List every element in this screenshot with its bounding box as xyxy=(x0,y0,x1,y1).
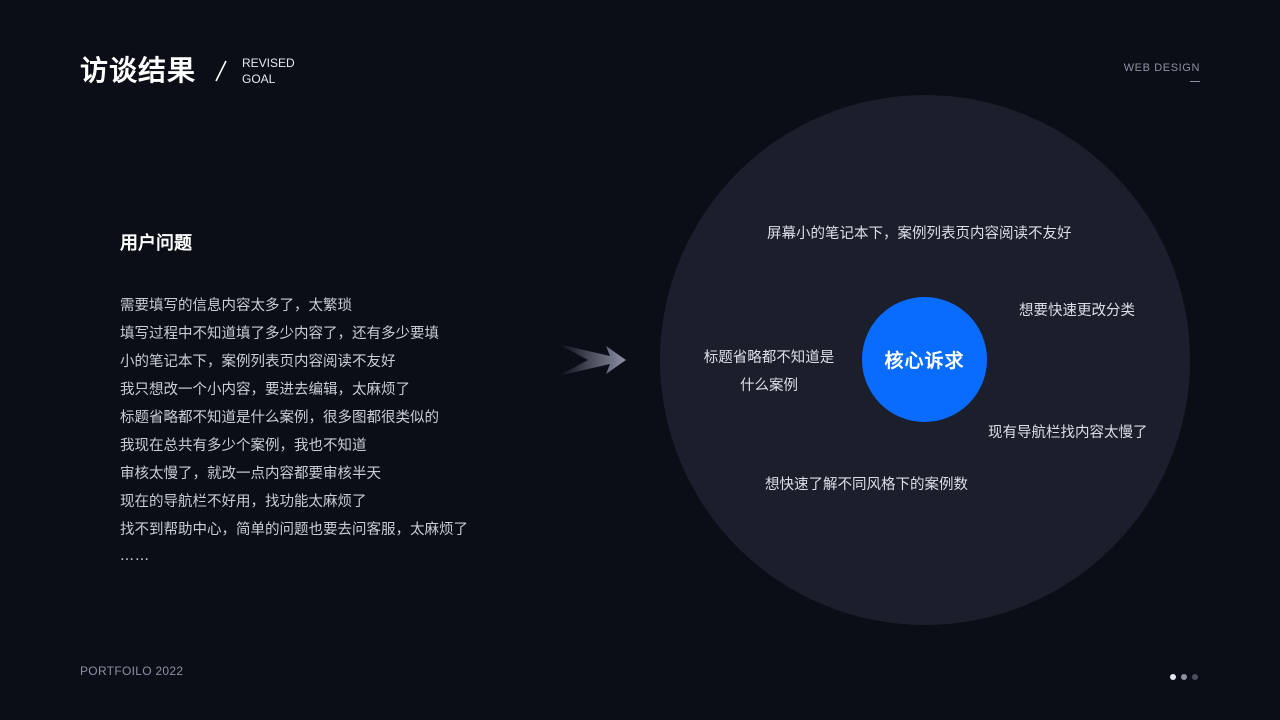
list-item: 填写过程中不知道填了多少内容了，还有多少要填 xyxy=(120,326,439,342)
list-item: 我现在总共有多少个案例，我也不知道 xyxy=(120,438,367,454)
section-tag-underline xyxy=(1190,81,1200,82)
list-item: 需要填写的信息内容太多了，太繁琐 xyxy=(120,298,352,314)
subtitle-line-2: GOAL xyxy=(242,72,276,86)
core-need: 想快速了解不同风格下的案例数 xyxy=(765,477,968,493)
list-item: 现在的导航栏不好用，找功能太麻烦了 xyxy=(120,494,367,510)
more-ellipsis: …… xyxy=(120,548,150,564)
user-problems-heading: 用户问题 xyxy=(120,233,192,254)
core-need: 屏幕小的笔记本下，案例列表页内容阅读不友好 xyxy=(767,226,1072,242)
core-need-line: 标题省略都不知道是 xyxy=(703,350,835,366)
arrow-right-icon xyxy=(558,344,626,376)
subtitle-line-1: REVISED xyxy=(242,56,295,70)
page-dot-active[interactable] xyxy=(1170,674,1176,680)
core-need: 标题省略都不知道是 什么案例 xyxy=(694,344,844,400)
core-need: 想要快速更改分类 xyxy=(1019,303,1135,319)
section-tag: WEB DESIGN xyxy=(1123,62,1200,74)
list-item: 标题省略都不知道是什么案例，很多图都很类似的 xyxy=(120,410,439,426)
core-needs-label: 核心诉求 xyxy=(884,350,965,372)
list-item: 审核太慢了，就改一点内容都要审核半天 xyxy=(120,466,381,482)
page-subtitle: REVISED GOAL xyxy=(242,55,295,87)
core-needs-badge: 核心诉求 xyxy=(862,297,987,422)
page-title: 访谈结果 xyxy=(80,54,197,87)
user-problems-list: 需要填写的信息内容太多了，太繁琐 填写过程中不知道填了多少内容了，还有多少要填 … xyxy=(120,292,468,544)
slash-divider xyxy=(215,60,227,82)
page-dot[interactable] xyxy=(1192,674,1198,680)
footer-label: PORTFOILO 2022 xyxy=(80,664,184,678)
list-item: 找不到帮助中心，简单的问题也要去问客服，太麻烦了 xyxy=(120,522,468,538)
list-item: 我只想改一个小内容，要进去编辑，太麻烦了 xyxy=(120,382,410,398)
list-item: 小的笔记本下，案例列表页内容阅读不友好 xyxy=(120,354,396,370)
core-need: 现有导航栏找内容太慢了 xyxy=(988,425,1148,441)
pagination-dots xyxy=(1170,674,1198,680)
core-need-line: 什么案例 xyxy=(740,378,798,394)
page-dot[interactable] xyxy=(1181,674,1187,680)
